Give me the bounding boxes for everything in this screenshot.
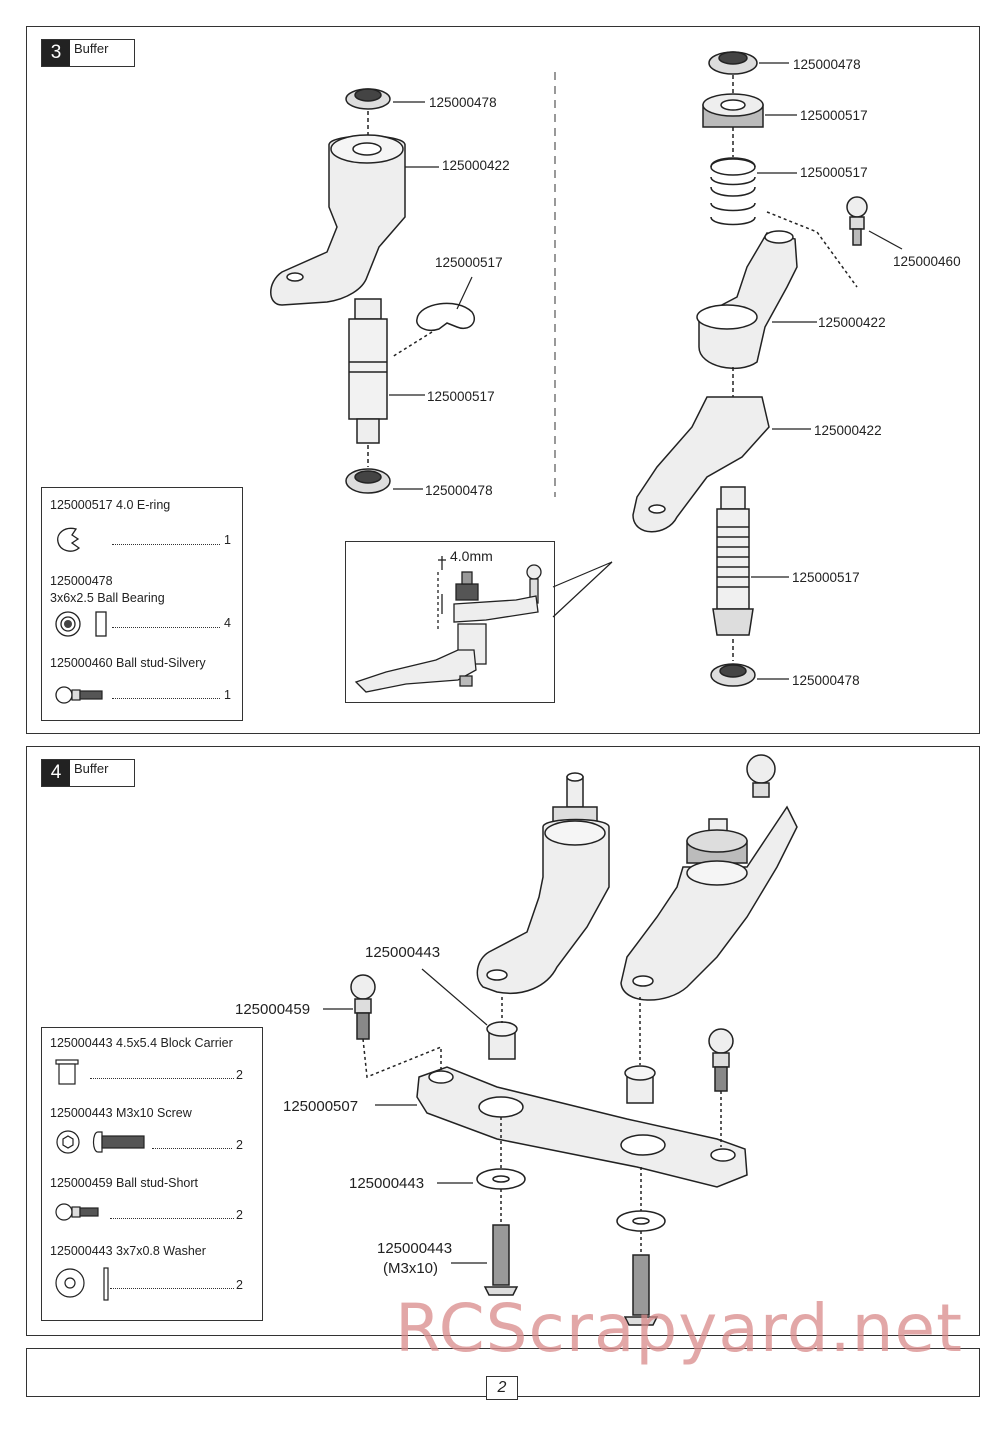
label-right-shaft: 125000517 [792, 570, 860, 585]
label-left-arm: 125000422 [442, 158, 510, 173]
ering-icon [57, 527, 81, 552]
label-right-ballstud: 125000460 [893, 254, 961, 269]
detail-dimension-label: 4.0mm [450, 548, 493, 564]
detail-inset-drawing [354, 556, 542, 693]
legend-block-carrier-dots [90, 1078, 234, 1079]
step-4-title: Buffer [74, 761, 109, 776]
label-right-upper-arm: 125000422 [818, 315, 886, 330]
step-3-panel: 3 Buffer [26, 26, 980, 734]
ball-stud-icon [55, 686, 103, 704]
legend-bearing-dots [112, 627, 220, 628]
legend-screw-dots [152, 1148, 232, 1149]
step-4-number: 4 [42, 760, 70, 786]
label-screw: 125000443 [377, 1240, 453, 1257]
page-number: 2 [486, 1376, 518, 1400]
label-right-lower-arm: 125000422 [814, 423, 882, 438]
step-3-parts-legend: 125000517 4.0 E-ring 1 125000478 3x6x2.5… [41, 487, 243, 721]
step-3-left-assembly-drawing [270, 88, 476, 494]
step-3-title: Buffer [74, 41, 109, 56]
label-left-shaft: 125000517 [427, 389, 495, 404]
legend-ballstud-short-title: 125000459 Ball stud-Short [50, 1176, 199, 1190]
ball-bearing-icon [55, 611, 107, 637]
legend-bearing-qty: 4 [224, 616, 231, 630]
legend-block-carrier-title: 125000443 4.5x5.4 Block Carrier [50, 1036, 233, 1050]
legend-ering-dots [112, 544, 220, 545]
label-right-spring: 125000517 [800, 165, 868, 180]
legend-ballstud-dots [112, 698, 220, 699]
detail-inset: 4.0mm [345, 541, 555, 703]
label-left-bearing-top: 125000478 [429, 95, 497, 110]
washer-icon [55, 1267, 109, 1301]
ball-stud-short-icon [55, 1203, 99, 1221]
label-ball-stud: 125000459 [235, 1001, 311, 1018]
watermark: RCScrapyard.net [395, 1290, 963, 1367]
legend-ballstud-short-dots [110, 1218, 234, 1219]
label-washer: 125000443 [349, 1175, 425, 1192]
label-left-ering: 125000517 [435, 255, 503, 270]
label-screw-spec: (M3x10) [383, 1260, 439, 1277]
step-4-parts-legend: 125000443 4.5x5.4 Block Carrier 2 125000… [41, 1027, 263, 1321]
step-3-header: 3 Buffer [41, 39, 135, 67]
legend-bearing-subtitle: 3x6x2.5 Ball Bearing [50, 591, 165, 605]
legend-washer-dots [110, 1288, 234, 1289]
label-link-plate: 125000507 [283, 1098, 359, 1115]
legend-ballstud-short-qty: 2 [236, 1208, 243, 1222]
label-right-bearing-bottom: 125000478 [792, 673, 860, 688]
legend-screw-qty: 2 [236, 1138, 243, 1152]
step-4-assembly-drawing [323, 754, 798, 1326]
label-left-bearing-bottom: 125000478 [425, 483, 493, 498]
block-carrier-icon [55, 1059, 79, 1085]
legend-bearing-title: 125000478 [50, 574, 113, 588]
screw-icon [56, 1130, 145, 1154]
step-4-panel: 4 Buffer [26, 746, 980, 1336]
label-block-carrier: 125000443 [365, 944, 441, 961]
legend-washer-qty: 2 [236, 1278, 243, 1292]
step-4-header: 4 Buffer [41, 759, 135, 787]
legend-screw-title: 125000443 M3x10 Screw [50, 1106, 192, 1120]
step-3-right-assembly-drawing [632, 51, 903, 687]
label-right-nut: 125000517 [800, 108, 868, 123]
legend-ering-qty: 1 [224, 533, 231, 547]
step-3-divider [554, 72, 556, 497]
label-right-bearing-top: 125000478 [793, 57, 861, 72]
legend-ering-title: 125000517 4.0 E-ring [50, 498, 171, 512]
legend-ballstud-title: 125000460 Ball stud-Silvery [50, 656, 206, 670]
legend-block-carrier-qty: 2 [236, 1068, 243, 1082]
detail-callout [552, 561, 613, 618]
legend-ballstud-qty: 1 [224, 688, 231, 702]
legend-washer-title: 125000443 3x7x0.8 Washer [50, 1244, 206, 1258]
step-3-number: 3 [42, 40, 70, 66]
